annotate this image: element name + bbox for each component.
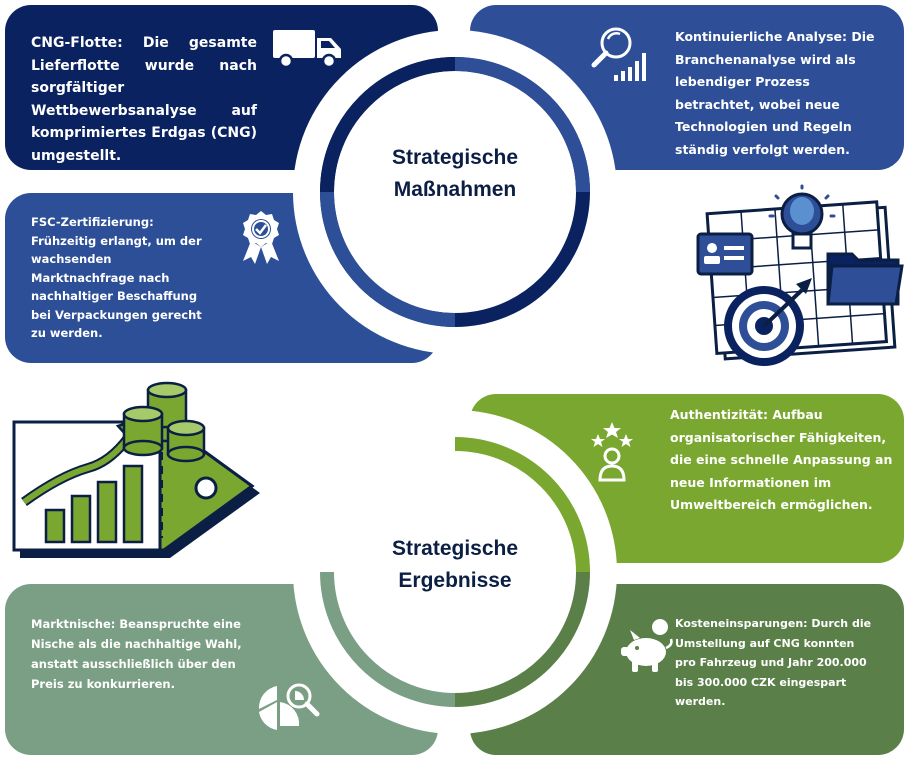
authenticity-text: Authentizität: Aufbau organisatorischer … (670, 407, 893, 512)
pie-chart-magnifier-icon (258, 683, 320, 730)
measures-title: Strategische Maßnahmen (355, 142, 555, 206)
measures-title-line2: Maßnahmen (393, 178, 517, 201)
truck-icon (273, 30, 341, 69)
measures-title-line1: Strategische (391, 146, 519, 169)
cng-fleet-text: CNG-Flotte: Die gesamte Lieferflotte wur… (31, 35, 257, 164)
person-stars-icon (591, 422, 633, 482)
market-niche-text: Marktnische: Beanspruchte eine Nische al… (31, 617, 242, 691)
fsc-certification-text: FSC-Zertifizierung: Frühzeitig erlangt, … (31, 215, 202, 340)
magnifier-chart-icon (591, 27, 646, 81)
continuous-analysis-text: Kontinuierliche Analyse: Die Branchenana… (675, 29, 875, 157)
results-title: Strategische Ergebnisse (355, 533, 555, 597)
strategy-target-illustration (696, 184, 904, 366)
cost-savings-text: Kosteneinsparungen: Durch die Umstellung… (675, 617, 872, 708)
certificate-badge-icon (243, 211, 279, 264)
results-title-line1: Strategische (391, 537, 519, 560)
piggy-bank-icon (621, 619, 673, 672)
results-title-line2: Ergebnisse (398, 569, 512, 592)
growth-price-tag-illustration (12, 381, 260, 558)
